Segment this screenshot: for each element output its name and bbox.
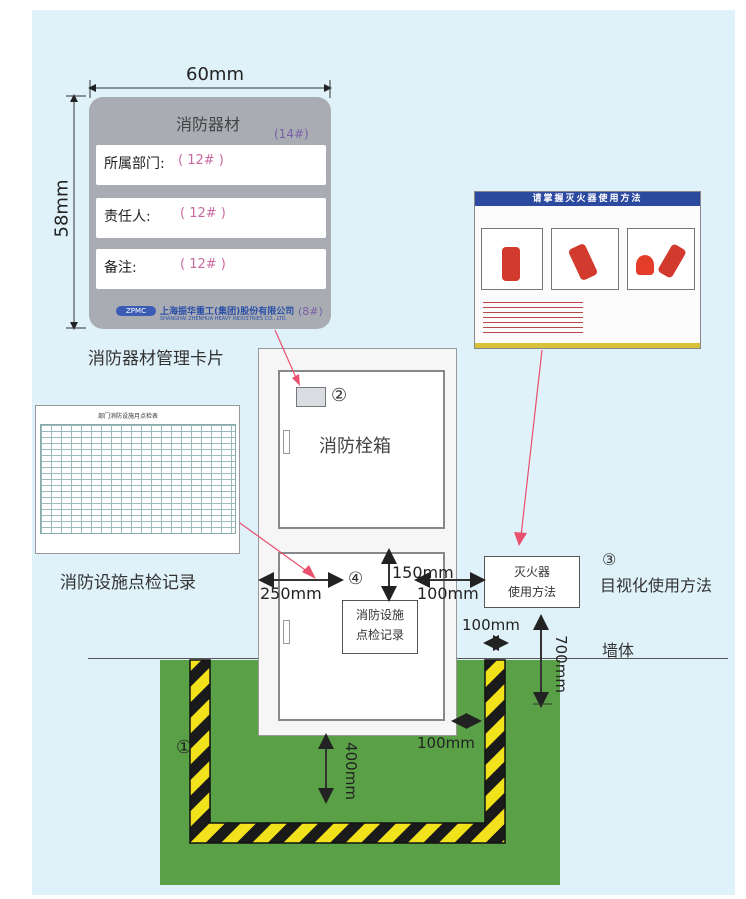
dim-58mm-label: 58mm (51, 179, 73, 238)
cabinet-small-card (296, 387, 326, 407)
card-row-responsible-code: ( 12# ) (180, 206, 226, 221)
extinguisher-icon (567, 242, 599, 282)
poster-bottom-band (475, 343, 700, 348)
record-label-line2: 点检记录 (355, 628, 404, 642)
card-title: 消防器材 (176, 115, 241, 134)
poster-panel-1 (481, 228, 543, 290)
extinguisher-icon (657, 243, 687, 279)
dim-700mm-label: 700mm (551, 635, 570, 693)
company-logo: ZPMC (116, 306, 156, 316)
poster-panel-2 (551, 228, 619, 290)
poster-text-lines (483, 298, 583, 334)
cabinet-number: ② (331, 385, 348, 406)
card-row-responsible-label: 责任人: (104, 209, 151, 225)
card-row-responsible: 责任人: ( 12# ) (96, 198, 326, 238)
record-label-box: 消防设施 点检记录 (342, 600, 418, 654)
hazard-stripe-border (189, 659, 506, 844)
poster-title: 请掌握灭火器使用方法 (475, 192, 700, 206)
cabinet-upper-handle (283, 430, 290, 454)
poster-panel-3 (627, 228, 695, 290)
dim-150mm-label: 150mm (392, 563, 454, 582)
record-sheet-title: 部门消防设施月点检表 (98, 413, 159, 420)
card-row-department-label: 所属部门: (104, 156, 165, 172)
dim-250mm-label: 250mm (260, 584, 322, 603)
company-name: 上海振华重工(集团)股份有限公司 (160, 307, 295, 317)
record-label-line1: 消防设施 (355, 608, 404, 622)
card-title-code: (14#) (274, 127, 309, 141)
cabinet-lower-handle (283, 620, 290, 644)
wall-label: 墙体 (602, 641, 635, 660)
card-row-remarks: 备注: ( 12# ) (96, 249, 326, 289)
card-row-remarks-label: 备注: (104, 260, 137, 276)
extinguisher-icon (502, 247, 520, 281)
floor-number: ① (176, 737, 193, 758)
company-name-en: SHANGHAI ZHENHUA HEAVY INDUSTRIES CO., L… (160, 316, 288, 322)
extinguisher-caption: 目视化使用方法 (600, 576, 713, 595)
card-caption: 消防器材管理卡片 (88, 349, 224, 369)
extinguisher-poster: 请掌握灭火器使用方法 (474, 191, 701, 349)
card-row-department: 所属部门: ( 12# ) (96, 145, 326, 185)
cabinet-lower-number: ④ (348, 569, 364, 589)
extinguisher-box-line2: 使用方法 (507, 585, 556, 599)
extinguisher-number: ③ (602, 550, 617, 569)
record-sheet-grid (40, 424, 236, 534)
dim-100mm-top-label: 100mm (462, 616, 520, 634)
inspection-record-sheet: 部门消防设施月点检表 (35, 405, 240, 554)
dim-60mm-label: 60mm (186, 64, 244, 85)
dim-100mm-bottom-label: 100mm (417, 734, 475, 752)
company-logo-text: ZPMC (126, 307, 146, 315)
extinguisher-instruction-box: 灭火器 使用方法 (484, 556, 580, 608)
flame-icon (636, 255, 654, 275)
dim-100mm-right-label: 100mm (417, 584, 479, 603)
extinguisher-box-line1: 灭火器 (513, 565, 550, 579)
card-row-department-code: ( 12# ) (178, 153, 224, 168)
card-row-remarks-code: ( 12# ) (180, 257, 226, 272)
dim-400mm-label: 400mm (341, 742, 360, 800)
card-footer-code: (8#) (298, 305, 323, 318)
record-sheet-caption: 消防设施点检记录 (60, 573, 196, 593)
cabinet-label: 消防栓箱 (319, 436, 391, 457)
